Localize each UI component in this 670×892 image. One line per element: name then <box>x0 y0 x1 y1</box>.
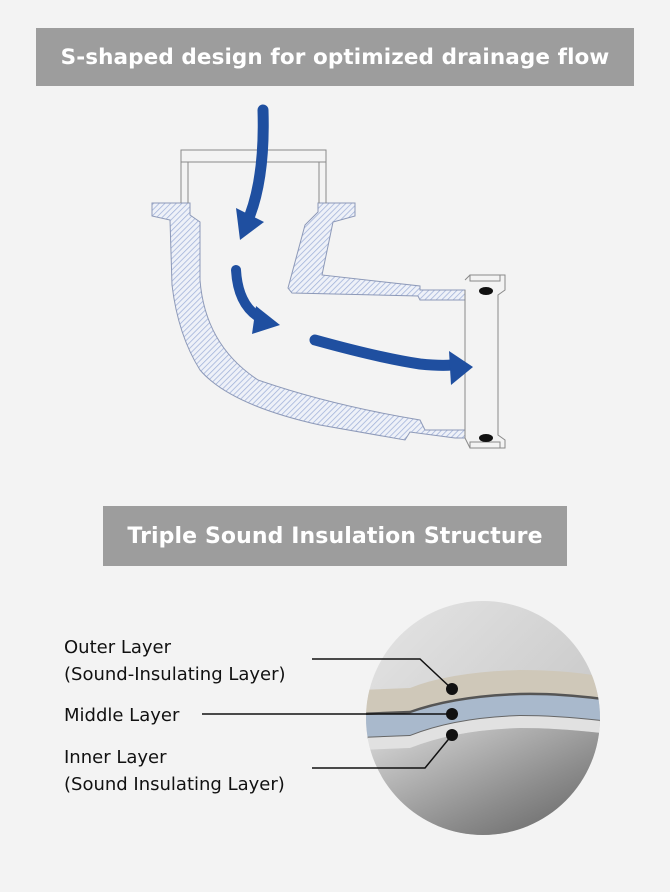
leader-line-inner <box>312 734 453 769</box>
inner-layer-band <box>366 716 600 750</box>
seal-ring-top <box>479 287 493 295</box>
layers-magnifier <box>366 601 600 835</box>
flow-arrow-inlet-head <box>236 208 264 240</box>
flow-arrow-bend-head <box>252 306 280 334</box>
section-title-drainage: S-shaped design for optimized drainage f… <box>36 28 634 86</box>
marker-outer-layer <box>446 683 458 695</box>
section-title-drainage-text: S-shaped design for optimized drainage f… <box>60 44 610 70</box>
flow-arrow-outlet-head <box>449 351 473 385</box>
outer-layer-band <box>366 670 600 714</box>
outer-layer-name: Outer Layer <box>64 637 172 658</box>
leader-line-outer <box>312 658 453 690</box>
inner-layer-description: (Sound Insulating Layer) <box>64 774 285 795</box>
flow-arrow-inlet <box>244 104 269 221</box>
middle-layer-label: Middle Layer <box>64 702 179 729</box>
pipe-outer-wall <box>151 202 466 441</box>
pipe-inlet <box>180 149 327 203</box>
marker-middle-layer <box>446 708 458 720</box>
section-title-insulation: Triple Sound Insulation Structure <box>103 506 567 566</box>
s-shaped-pipe-diagram <box>151 104 506 449</box>
middle-layer-band <box>366 693 600 738</box>
seal-ring-bottom <box>479 434 493 442</box>
section-title-insulation-text: Triple Sound Insulation Structure <box>127 523 543 549</box>
marker-inner-layer <box>446 729 458 741</box>
outer-layer-label: Outer Layer (Sound-Insulating Layer) <box>64 634 286 688</box>
middle-layer-name: Middle Layer <box>64 705 180 726</box>
flow-arrows <box>231 104 473 385</box>
outer-layer-description: (Sound-Insulating Layer) <box>64 664 286 685</box>
flow-arrow-outlet <box>309 334 458 371</box>
leader-lines <box>202 658 453 769</box>
inner-layer-name: Inner Layer <box>64 747 167 768</box>
inner-layer-label: Inner Layer (Sound Insulating Layer) <box>64 744 285 798</box>
